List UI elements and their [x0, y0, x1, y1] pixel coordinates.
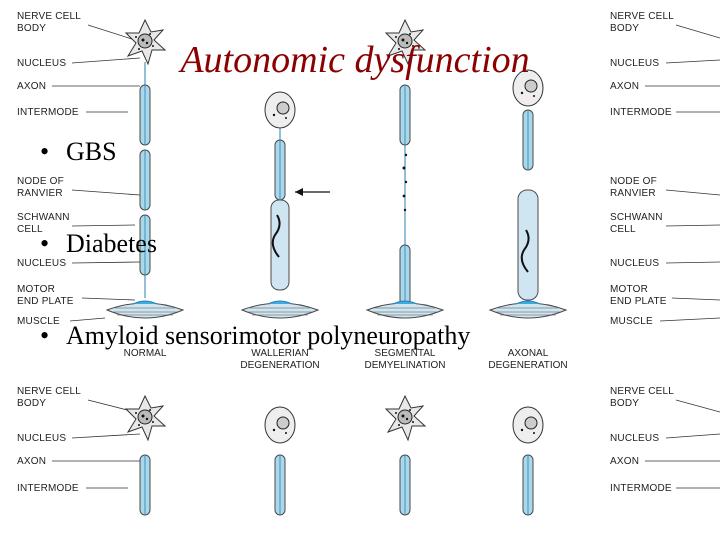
svg-text:BODY: BODY [610, 23, 639, 34]
left-label-column: NERVE CELL BODY NUCLEUS AXON INTERMODE N… [17, 11, 141, 327]
svg-text:AXON: AXON [610, 81, 639, 92]
wallerian-neuron [241, 91, 319, 319]
svg-text:BODY: BODY [610, 398, 639, 409]
svg-text:NUCLEUS: NUCLEUS [610, 433, 659, 444]
bullet-glyph: • [40, 229, 50, 258]
svg-text:SEGMENTAL: SEGMENTAL [375, 348, 436, 359]
svg-text:NORMAL: NORMAL [124, 348, 167, 359]
svg-text:NERVE CELL: NERVE CELL [17, 386, 81, 397]
svg-text:NUCLEUS: NUCLEUS [17, 58, 66, 69]
svg-text:END PLATE: END PLATE [17, 296, 74, 307]
svg-text:BODY: BODY [17, 23, 46, 34]
bottom-repeated-neurons [125, 395, 544, 516]
svg-text:NODE OF: NODE OF [17, 176, 64, 187]
bullet-text: Diabetes [66, 229, 157, 258]
svg-text:MUSCLE: MUSCLE [610, 316, 653, 327]
bullet-item: • Diabetes [40, 229, 157, 259]
svg-text:SCHWANN: SCHWANN [17, 212, 70, 223]
slide-title: Autonomic dysfunction [180, 39, 530, 81]
svg-text:NUCLEUS: NUCLEUS [610, 258, 659, 269]
bullet-item: • GBS [40, 137, 117, 167]
svg-text:CELL: CELL [17, 224, 43, 235]
svg-text:SCHWANN: SCHWANN [610, 212, 663, 223]
right-label-column: NERVE CELL BODY NUCLEUS AXON INTERMODE N… [610, 11, 720, 327]
svg-text:MOTOR: MOTOR [17, 284, 55, 295]
svg-text:NODE OF: NODE OF [610, 176, 657, 187]
svg-text:NUCLEUS: NUCLEUS [17, 433, 66, 444]
svg-text:NERVE CELL: NERVE CELL [610, 11, 674, 22]
svg-text:AXON: AXON [17, 456, 46, 467]
bullet-glyph: • [40, 321, 50, 350]
svg-text:AXON: AXON [610, 456, 639, 467]
svg-text:WALLERIAN: WALLERIAN [251, 348, 308, 359]
svg-text:NERVE CELL: NERVE CELL [17, 11, 81, 22]
bullet-text: Amyloid sensorimotor polyneuropathy [66, 321, 471, 350]
svg-text:NERVE CELL: NERVE CELL [610, 386, 674, 397]
svg-text:DEMYELINATION: DEMYELINATION [365, 360, 446, 371]
svg-text:INTERMODE: INTERMODE [17, 483, 79, 494]
bullet-item: • Amyloid sensorimotor polyneuropathy [40, 321, 470, 351]
svg-text:INTERMODE: INTERMODE [610, 107, 672, 118]
bottom-label-column: NERVE CELL BODY NUCLEUS AXON INTERMODE N… [17, 386, 720, 494]
svg-text:DEGENERATION: DEGENERATION [240, 360, 319, 371]
svg-text:BODY: BODY [17, 398, 46, 409]
svg-text:INTERMODE: INTERMODE [610, 483, 672, 494]
svg-text:NUCLEUS: NUCLEUS [17, 258, 66, 269]
axonal-neuron [489, 69, 567, 319]
svg-text:AXON: AXON [17, 81, 46, 92]
svg-text:AXONAL: AXONAL [508, 348, 549, 359]
svg-text:DEGENERATION: DEGENERATION [488, 360, 567, 371]
svg-text:MOTOR: MOTOR [610, 284, 648, 295]
svg-text:CELL: CELL [610, 224, 636, 235]
svg-text:MUSCLE: MUSCLE [17, 316, 60, 327]
normal-neuron [106, 19, 184, 319]
segmental-neuron [366, 19, 444, 319]
bullet-glyph: • [40, 137, 50, 166]
svg-text:RANVIER: RANVIER [17, 188, 63, 199]
svg-text:END PLATE: END PLATE [610, 296, 667, 307]
svg-text:RANVIER: RANVIER [610, 188, 656, 199]
svg-text:NUCLEUS: NUCLEUS [610, 58, 659, 69]
bullet-text: GBS [66, 137, 117, 166]
svg-text:INTERMODE: INTERMODE [17, 107, 79, 118]
